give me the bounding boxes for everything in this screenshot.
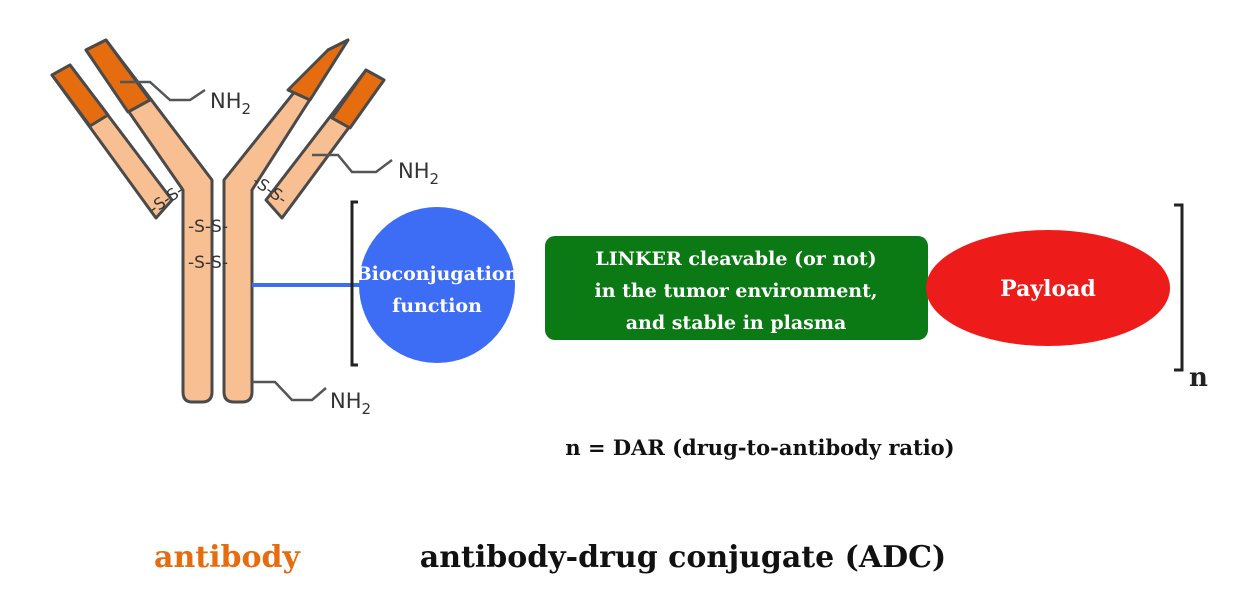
- left-heavy-chain-tip: [84, 38, 152, 114]
- right-heavy-chain: [222, 38, 350, 404]
- left-light-chain-tip: [50, 63, 110, 128]
- lysine-chain-stem: [252, 380, 327, 402]
- left-bracket: [350, 200, 358, 367]
- disulfide-hinge-lower: -S-S-: [188, 253, 228, 273]
- dar-definition: n = DAR (drug-to-antibody ratio): [565, 435, 954, 460]
- antibody-structure: -S-S- -S-S- -S-S- -S-S- NH2 NH2 NH2: [50, 38, 439, 418]
- right-bracket: [1174, 203, 1184, 372]
- bioconjugation-label-line1: Bioconjugation: [356, 263, 519, 285]
- right-light-chain-tip: [330, 68, 386, 130]
- lysine-chain-left-arm: [120, 80, 206, 102]
- linker-label-line3: and stable in plasma: [626, 312, 847, 334]
- repeat-subscript: n: [1189, 363, 1208, 393]
- bioconjugation-circle: [359, 207, 515, 363]
- payload-label: Payload: [1000, 276, 1096, 302]
- left-heavy-chain: [84, 38, 214, 404]
- linker-label-line2: in the tumor environment,: [595, 280, 878, 302]
- amine-label-bottom: NH2: [330, 389, 371, 418]
- payload-ellipse: [926, 230, 1170, 346]
- adc-caption: antibody-drug conjugate (ADC): [420, 540, 946, 575]
- bioconjugation-label-line2: function: [392, 295, 482, 317]
- right-heavy-chain-tip: [286, 38, 350, 102]
- amine-label-middle: NH2: [398, 159, 439, 188]
- antibody-caption: antibody: [154, 540, 301, 575]
- linker-box: [545, 236, 928, 340]
- disulfide-hinge-upper: -S-S-: [188, 217, 228, 237]
- linker-label-line1: LINKER cleavable (or not): [595, 248, 876, 270]
- amine-label-top: NH2: [210, 89, 251, 118]
- lysine-chain-right-arm: [312, 153, 393, 174]
